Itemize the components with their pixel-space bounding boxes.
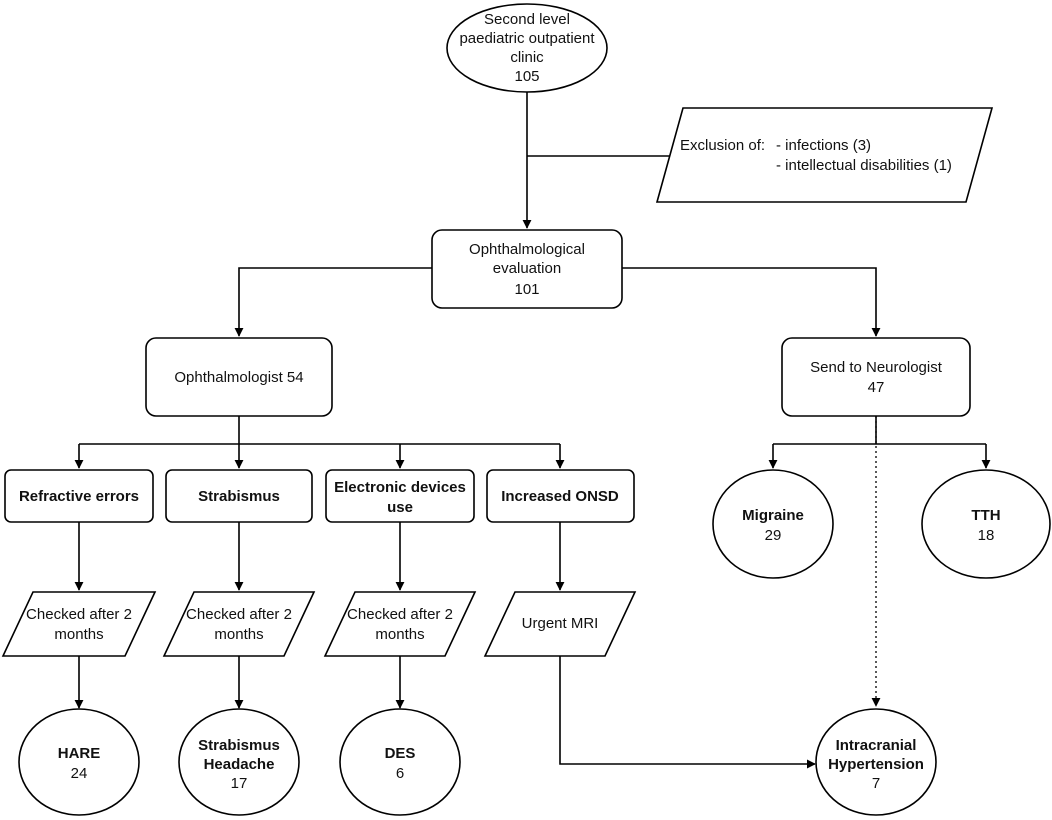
node-strabismus-headache: Strabismus Headache 17	[178, 708, 300, 816]
strab-headache-line-1: Strabismus	[198, 737, 280, 754]
node-tth: TTH 18	[921, 469, 1051, 579]
evaluation-count: 101	[514, 281, 539, 298]
node-migraine: Migraine 29	[712, 469, 834, 579]
ich-line-2: Hypertension	[828, 756, 924, 773]
migraine-title: Migraine	[742, 507, 804, 524]
check1-line-2: months	[54, 626, 103, 643]
neurologist-label: Send to Neurologist	[810, 359, 943, 376]
mri-label: Urgent MRI	[522, 615, 599, 632]
node-clinic: Second level paediatric outpatient clini…	[446, 3, 608, 93]
evaluation-line-2: evaluation	[493, 260, 561, 277]
electronic-line-2: use	[387, 499, 413, 516]
ich-line-1: Intracranial	[836, 737, 917, 754]
node-intracranial-hypertension: Intracranial Hypertension 7	[815, 708, 937, 816]
strab-headache-line-2: Headache	[204, 756, 275, 773]
node-check-refractive: Checked after 2 months	[1, 591, 157, 657]
node-urgent-mri: Urgent MRI	[483, 591, 637, 657]
hare-title: HARE	[58, 745, 101, 762]
node-des: DES 6	[339, 708, 461, 816]
node-strabismus: Strabismus	[165, 469, 313, 523]
node-send-to-neurologist: Send to Neurologist 47	[781, 337, 971, 417]
strab-headache-count: 17	[231, 775, 248, 792]
check1-line-1: Checked after 2	[26, 606, 132, 623]
exclusion-prefix: Exclusion of:	[680, 137, 765, 154]
edge-evaluation-to-ophthalmologist	[234, 267, 432, 337]
hare-count: 24	[71, 765, 88, 782]
clinic-line-2: paediatric outpatient	[459, 30, 595, 47]
des-title: DES	[385, 745, 416, 762]
node-electronic-devices: Electronic devices use	[325, 469, 475, 523]
ophthalmologist-label: Ophthalmologist 54	[174, 369, 303, 386]
node-ophthalmologist: Ophthalmologist 54	[145, 337, 333, 417]
check3-line-1: Checked after 2	[347, 606, 453, 623]
exclusion-item-infections: - infections (3)	[776, 137, 871, 154]
node-ophthalmological-evaluation: Ophthalmological evaluation 101	[431, 229, 623, 309]
neurologist-count: 47	[868, 379, 885, 396]
onsd-label: Increased ONSD	[501, 488, 619, 505]
refractive-label: Refractive errors	[19, 488, 139, 505]
evaluation-line-1: Ophthalmological	[469, 241, 585, 258]
strabismus-label: Strabismus	[198, 488, 280, 505]
node-check-strabismus: Checked after 2 months	[162, 591, 316, 657]
edge-evaluation-to-neurologist	[622, 267, 881, 337]
des-count: 6	[396, 765, 404, 782]
edges	[74, 90, 991, 769]
node-refractive-errors: Refractive errors	[4, 469, 154, 523]
exclusion-item-intellectual: - intellectual disabilities (1)	[776, 157, 952, 174]
tth-count: 18	[978, 527, 995, 544]
tth-title: TTH	[971, 507, 1000, 524]
check2-line-2: months	[214, 626, 263, 643]
node-hare: HARE 24	[18, 708, 140, 816]
node-check-electronic: Checked after 2 months	[323, 591, 477, 657]
check2-line-1: Checked after 2	[186, 606, 292, 623]
migraine-count: 29	[765, 527, 782, 544]
clinic-line-3: clinic	[510, 49, 544, 66]
clinic-line-1: Second level	[484, 11, 570, 28]
electronic-line-1: Electronic devices	[334, 479, 466, 496]
node-increased-onsd: Increased ONSD	[486, 469, 635, 523]
ich-count: 7	[872, 775, 880, 792]
clinic-count: 105	[514, 68, 539, 85]
edge-mri-to-ich	[559, 656, 816, 769]
check3-line-2: months	[375, 626, 424, 643]
node-exclusion: Exclusion of: - infections (3) - intelle…	[655, 107, 994, 203]
